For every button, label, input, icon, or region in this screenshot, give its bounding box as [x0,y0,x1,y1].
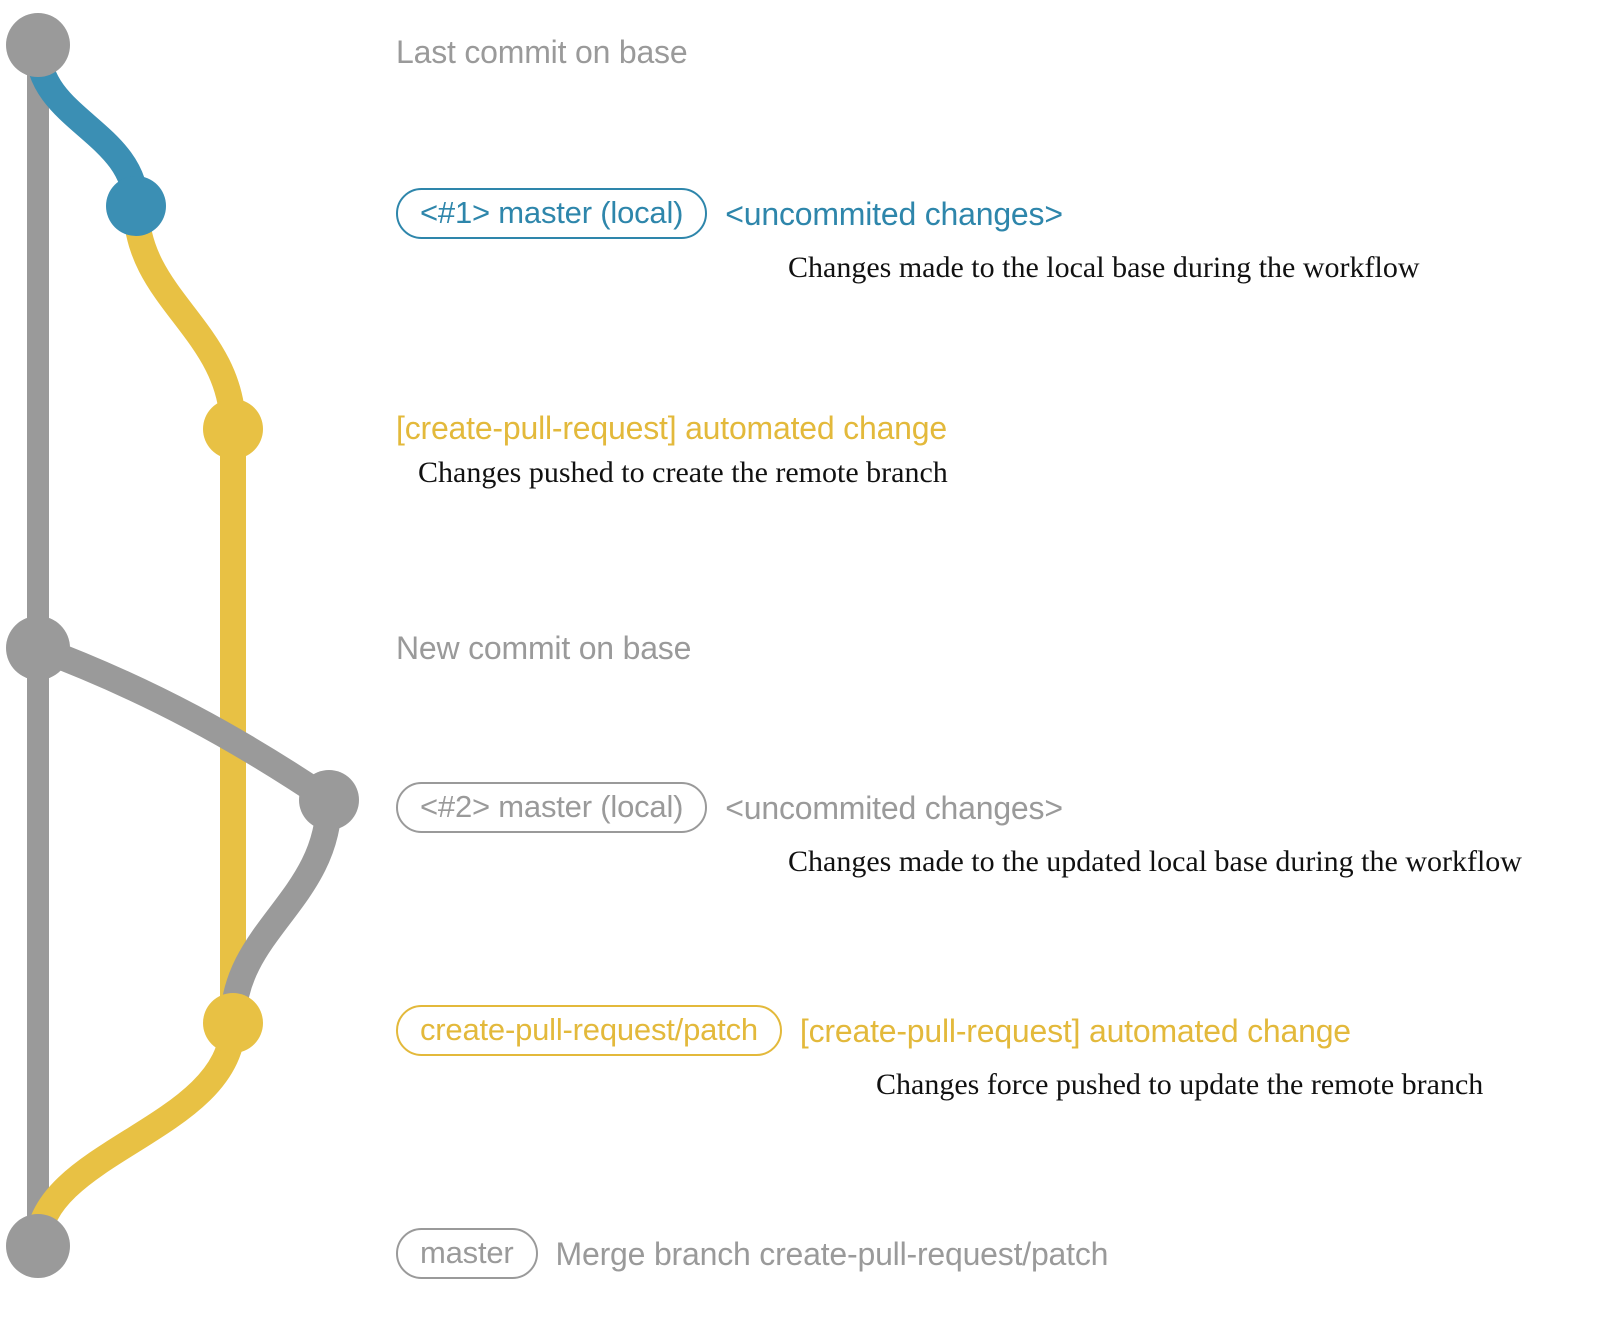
commit-title-new-commit-on-base: New commit on base [396,630,692,666]
commit-node-last-commit-on-base[interactable] [6,13,70,77]
commit-row-main: [create-pull-request] automated change [396,412,947,444]
commit-row-last-commit-on-base[interactable]: Last commit on base [396,34,688,70]
ref-badge-master-local-1[interactable]: <#1> master (local) [396,188,708,239]
commit-title-master-local-2: <uncommited changes> [725,789,1063,826]
commit-row-main: New commit on base [396,632,691,664]
commit-row-main: Last commit on base [396,34,688,70]
commit-row-master-merge[interactable]: master Merge branch create-pull-request/p… [396,1228,1108,1279]
commit-row-main: master Merge branch create-pull-request/p… [396,1228,1108,1279]
commit-title-automated-change-1: [create-pull-request] automated change [396,410,947,446]
updated-local-edge-gray [25,635,342,813]
commit-note-master-local-1: Changes made to the local base during th… [788,251,1420,284]
commit-node-automated-change-1[interactable] [203,399,263,459]
patch-merge-edge-yellow [25,1010,246,1259]
commit-row-master-local-1[interactable]: <#1> master (local) <uncommited changes> C… [396,188,1420,283]
commit-title-master-merge: Merge branch create-pull-request/patch [555,1235,1109,1272]
ref-badge-master-merge[interactable]: master [396,1228,538,1279]
commit-node-create-pull-request-patch[interactable] [203,993,263,1053]
commit-note-automated-change-1: Changes pushed to create the remote bran… [418,456,948,489]
commit-note-master-local-2: Changes made to the updated local base d… [788,845,1522,878]
commit-node-master-local-2[interactable] [299,770,359,830]
merge-into-patch-edge-gray [220,787,342,1036]
commit-title-create-pull-request-patch: [create-pull-request] automated change [799,1012,1351,1049]
commit-row-main: create-pull-request/patch [create-pull-re… [396,1005,1351,1056]
commit-node-new-commit-on-base[interactable] [6,616,70,680]
commit-row-main: <#1> master (local) <uncommited changes> [396,188,1063,239]
commit-row-new-commit-on-base[interactable]: New commit on base [396,632,691,664]
commit-row-master-local-2[interactable]: <#2> master (local) <uncommited changes> C… [396,782,1522,877]
commit-row-main: <#2> master (local) <uncommited changes> [396,782,1063,833]
commit-row-create-pull-request-patch[interactable]: create-pull-request/patch [create-pull-re… [396,1005,1483,1100]
commit-note-create-pull-request-patch: Changes force pushed to update the remot… [876,1068,1484,1101]
commit-title-master-local-1: <uncommited changes> [725,195,1063,232]
ref-badge-create-pull-request-patch[interactable]: create-pull-request/patch [396,1005,782,1056]
commit-node-master-local-1[interactable] [106,176,166,236]
ref-badge-master-local-2[interactable]: <#2> master (local) [396,782,708,833]
commit-title-last-commit-on-base: Last commit on base [396,34,688,70]
patch-branch-edge-yellow-top [123,193,246,442]
commit-node-master-merge[interactable] [6,1214,70,1278]
